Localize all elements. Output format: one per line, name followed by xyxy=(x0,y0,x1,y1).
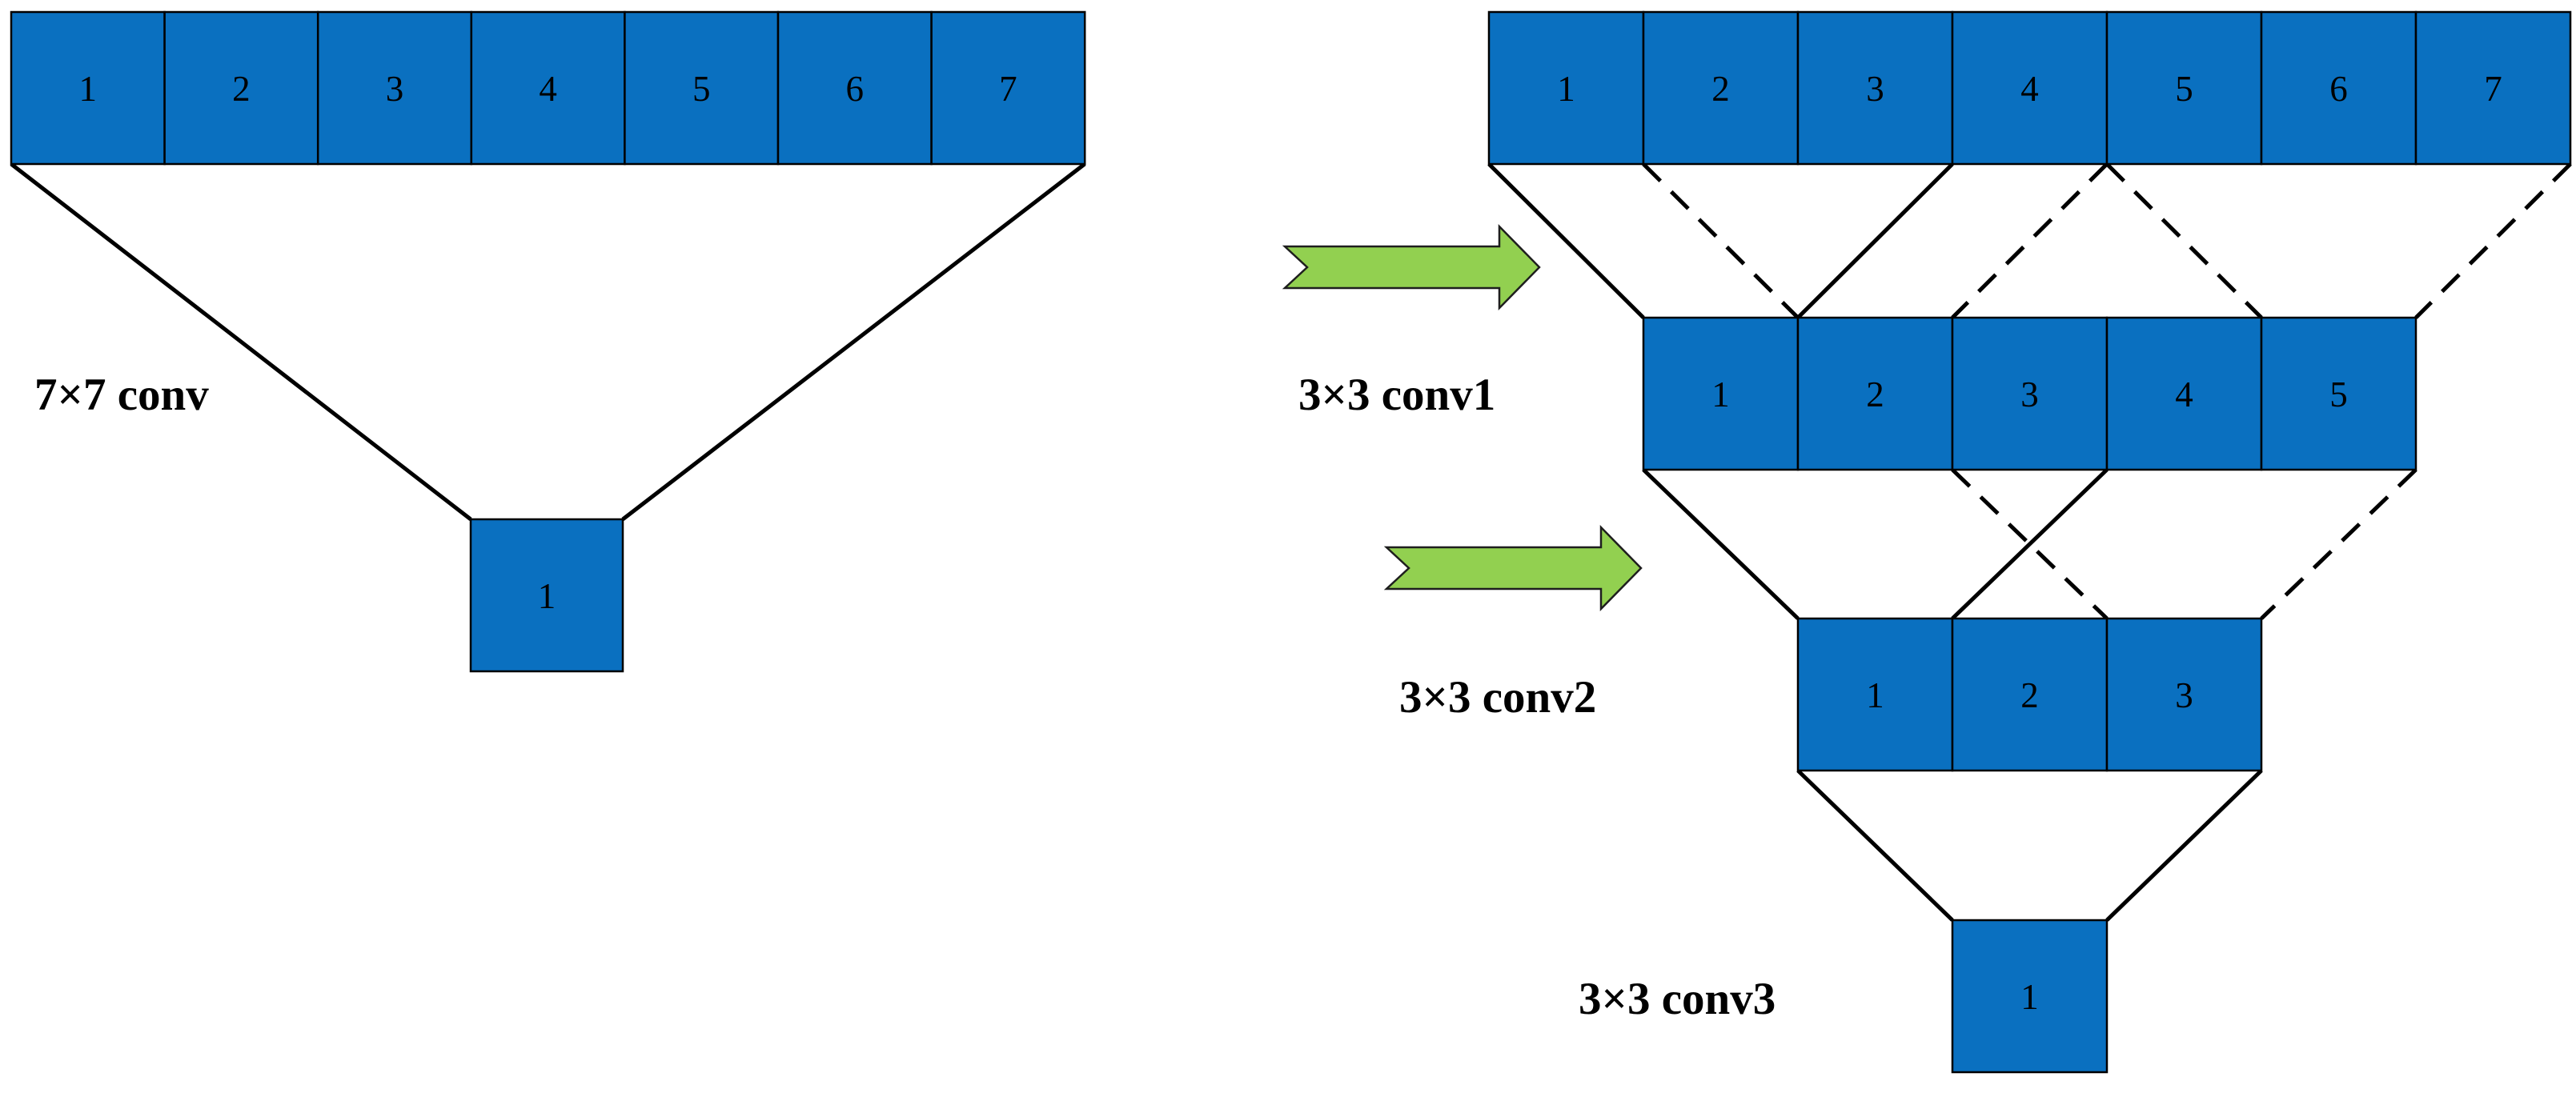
dashed-connector-line xyxy=(1951,468,2109,620)
left-input-row-cell-6 xyxy=(776,10,933,166)
right-conv1-row-cell-2-number: 2 xyxy=(1866,374,1884,414)
solid-connector-line xyxy=(1487,162,1645,319)
right-conv2-row-cell-3 xyxy=(2105,617,2263,772)
left-input-row-cell-2-number: 2 xyxy=(232,69,251,109)
right-input-row-cell-7 xyxy=(2414,10,2572,166)
left-output-row: 1 xyxy=(469,518,624,673)
left-input-row-cell-3 xyxy=(316,10,473,166)
left-input-row-cell-7 xyxy=(930,10,1086,166)
right-conv2-row-cell-2-number: 2 xyxy=(2020,675,2039,715)
left-input-row-cell-7-number: 7 xyxy=(999,69,1017,109)
right-conv1-row-cell-4 xyxy=(2105,316,2263,471)
right-conv2-row-cell-1 xyxy=(1796,617,1954,772)
right-conv1-row-cell-3 xyxy=(1951,316,2109,471)
left-input-row-cell-3-number: 3 xyxy=(386,69,404,109)
right-input-row-cell-5-number: 5 xyxy=(2175,69,2193,109)
solid-connector-line xyxy=(1796,769,1954,922)
right-input-row-cell-3 xyxy=(1796,10,1954,166)
right-conv1-row-cell-1-number: 1 xyxy=(1711,374,1730,414)
right-conv1-row-cell-3-number: 3 xyxy=(2020,374,2039,414)
solid-connector-line xyxy=(1951,468,2109,620)
right-conv1-row-cell-5-number: 5 xyxy=(2329,374,2348,414)
right-input-row-cell-6 xyxy=(2260,10,2418,166)
right-input-row: 1 2 3 4 5 6 7 xyxy=(1487,10,2572,166)
left-input-row-cell-1 xyxy=(10,10,166,166)
right-conv2-row-cell-1-number: 1 xyxy=(1866,675,1884,715)
right-conv1-row-cell-2 xyxy=(1796,316,1954,471)
left-input-row-cell-5-number: 5 xyxy=(692,69,711,109)
right-input-row-cell-2 xyxy=(1642,10,1800,166)
label-3x3-conv2: 3×3 conv2 xyxy=(1399,672,1596,723)
right-conv1-row-cell-4-number: 4 xyxy=(2175,374,2193,414)
right-conv2-row-cell-3-number: 3 xyxy=(2175,675,2193,715)
label-7x7-conv: 7×7 conv xyxy=(34,370,209,420)
label-3x3-conv3: 3×3 conv3 xyxy=(1579,974,1776,1024)
right-conv3-row-cell-1-number: 1 xyxy=(2020,977,2039,1017)
solid-connector-line xyxy=(1642,468,1800,620)
right-conv2-row: 1 2 3 xyxy=(1796,617,2263,772)
right-input-row-cell-1-number: 1 xyxy=(1557,69,1575,109)
right-input-row-cell-7-number: 7 xyxy=(2484,69,2502,109)
green-right-arrow-top-icon xyxy=(1282,223,1541,311)
left-input-row-cell-4 xyxy=(470,10,626,166)
right-conv1-row-cell-1 xyxy=(1642,316,1800,471)
left-input-row-cell-1-number: 1 xyxy=(79,69,98,109)
label-3x3-conv1: 3×3 conv1 xyxy=(1298,370,1495,420)
left-input-row-cell-4-number: 4 xyxy=(539,69,557,109)
receptive-field-connectors xyxy=(10,162,2572,922)
right-conv3-row: 1 xyxy=(1951,919,2109,1074)
right-input-row-cell-2-number: 2 xyxy=(1711,69,1730,109)
right-input-row-cell-4 xyxy=(1951,10,2109,166)
right-conv3-row-cell-1 xyxy=(1951,919,2109,1074)
cell-rows: 1 2 3 4 5 6 7 1 1 2 3 4 5 6 7 1 2 3 4 5 1 2 3 1 xyxy=(10,10,2572,1074)
right-input-row-cell-4-number: 4 xyxy=(2020,69,2039,109)
solid-connector-line xyxy=(1796,162,1954,319)
green-right-arrow-bottom-icon xyxy=(1383,524,1643,612)
solid-connector-line xyxy=(10,162,472,521)
left-output-row-cell-1-number: 1 xyxy=(538,576,556,616)
labels: 7×7 conv 3×3 conv1 3×3 conv2 3×3 conv3 xyxy=(34,370,1776,1024)
right-input-row-cell-6-number: 6 xyxy=(2329,69,2348,109)
left-input-row-cell-6-number: 6 xyxy=(846,69,865,109)
left-output-row-cell-1 xyxy=(469,518,624,673)
right-conv1-row-cell-5 xyxy=(2260,316,2418,471)
left-input-row-cell-5 xyxy=(624,10,780,166)
dashed-connector-line xyxy=(2260,468,2418,620)
solid-connector-line xyxy=(2105,769,2263,922)
right-conv1-row: 1 2 3 4 5 xyxy=(1642,316,2418,471)
solid-connector-line xyxy=(621,162,1086,521)
left-input-row: 1 2 3 4 5 6 7 xyxy=(10,10,1086,166)
right-input-row-cell-3-number: 3 xyxy=(1866,69,1884,109)
layer-transition-arrows xyxy=(1282,223,1643,612)
right-conv2-row-cell-2 xyxy=(1951,617,2109,772)
